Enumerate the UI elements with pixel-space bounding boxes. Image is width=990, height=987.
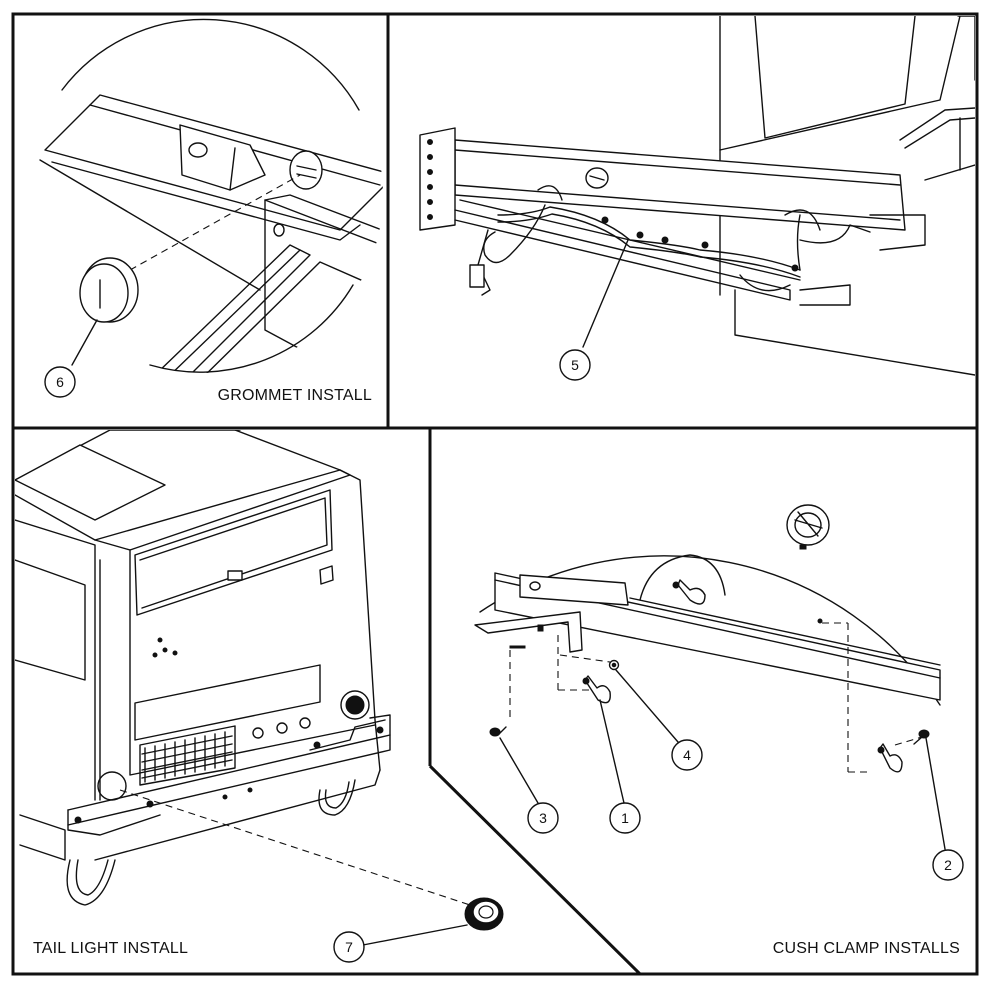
grommet-part bbox=[79, 257, 139, 323]
callout-6-leader bbox=[71, 319, 98, 366]
callout-2-circle bbox=[932, 849, 964, 881]
callout-2-label: 2 bbox=[944, 857, 952, 873]
callout-3-label: 3 bbox=[539, 810, 547, 826]
rear-access-panel bbox=[134, 489, 333, 616]
screw-2 bbox=[913, 729, 930, 745]
callout-4-label: 4 bbox=[683, 747, 691, 763]
panel-grommet-install: 6 GROMMET INSTALL bbox=[39, 18, 383, 404]
callout-2-leader bbox=[925, 737, 946, 850]
grille-mesh bbox=[141, 731, 233, 783]
enclosure-top bbox=[15, 430, 341, 541]
panel-cush-clamp-installs: 3 1 4 2 CUSH CLAMP INSTALLS bbox=[474, 504, 964, 957]
callout-6-circle bbox=[44, 366, 76, 398]
callout-5-label: 5 bbox=[571, 357, 579, 373]
rear-bumper bbox=[67, 714, 391, 811]
mount-bracket bbox=[419, 127, 456, 231]
callout-3-circle bbox=[527, 802, 559, 834]
tail-light-opening bbox=[97, 771, 127, 801]
crossmember bbox=[454, 139, 906, 231]
callout-1-label: 1 bbox=[621, 810, 629, 826]
frame-rail-detail bbox=[39, 94, 383, 373]
tail-light-part bbox=[464, 897, 504, 931]
callout-5-leader bbox=[582, 239, 629, 348]
callout-7-label: 7 bbox=[345, 939, 353, 955]
side-panel bbox=[15, 559, 86, 681]
nut-4 bbox=[608, 659, 620, 671]
callout-6-label: 6 bbox=[56, 374, 64, 390]
caption-cush-clamp-installs: CUSH CLAMP INSTALLS bbox=[773, 940, 960, 957]
tail-light-alignment-line bbox=[119, 789, 471, 906]
vent-grille bbox=[139, 725, 236, 786]
screw-3 bbox=[489, 726, 507, 737]
cush-clamp-1 bbox=[582, 675, 611, 704]
panel-borders bbox=[11, 12, 979, 976]
lower-bracket bbox=[474, 611, 583, 653]
callout-1-circle bbox=[609, 802, 641, 834]
enclosure-rear bbox=[129, 549, 376, 776]
lifting-skid bbox=[66, 859, 116, 906]
installed-cush-clamp bbox=[672, 579, 706, 605]
grommet-detail bbox=[786, 504, 830, 550]
callout-7-leader bbox=[362, 924, 468, 946]
rail-bracket bbox=[519, 574, 629, 606]
callout-3-leader bbox=[499, 737, 539, 804]
panel-tail-light-install: 7 TAIL LIGHT INSTALL bbox=[15, 430, 504, 963]
callout-1-leader bbox=[599, 699, 625, 804]
roof-hatch bbox=[15, 444, 166, 521]
grommet-hole-cover bbox=[639, 554, 726, 601]
caption-grommet-install: GROMMET INSTALL bbox=[218, 387, 372, 404]
caption-tail-light-install: TAIL LIGHT INSTALL bbox=[33, 940, 188, 957]
callout-4-leader bbox=[615, 669, 679, 743]
panel-harness-routing: 5 bbox=[419, 16, 975, 381]
grommet-alignment-line bbox=[129, 174, 301, 271]
callout-4-circle bbox=[671, 739, 703, 771]
callout-5-circle bbox=[559, 349, 591, 381]
callout-7-circle bbox=[333, 931, 365, 963]
cush-clamp-2 bbox=[877, 743, 903, 773]
